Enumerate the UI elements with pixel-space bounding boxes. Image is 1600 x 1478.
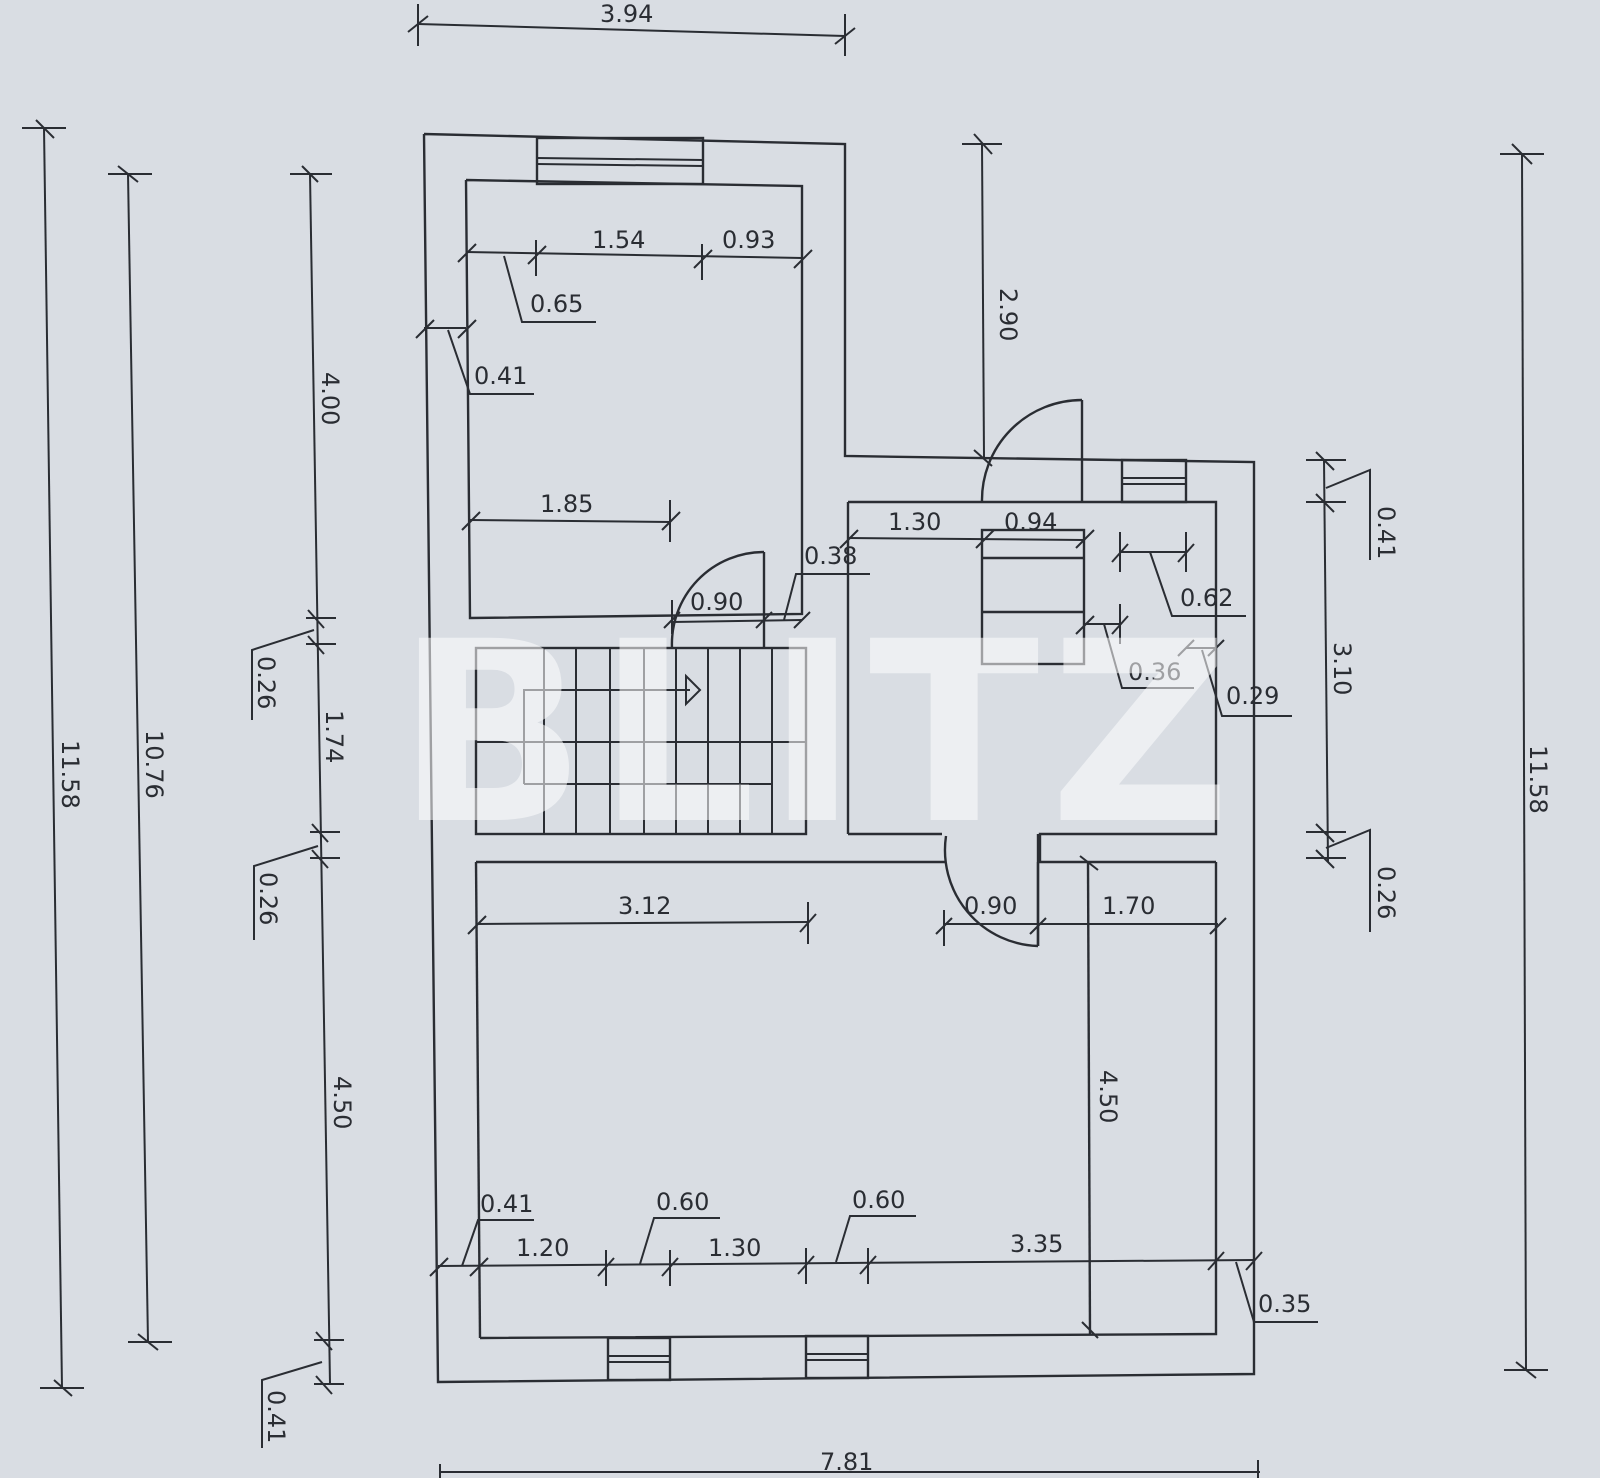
window-bottom-right — [804, 1334, 870, 1380]
dim-label: 0.29 — [1226, 682, 1279, 710]
dim-right-chain: 0.41 3.10 0.26 — [1306, 451, 1400, 932]
watermark: BLITZ — [396, 588, 1241, 879]
dim-label: 3.12 — [618, 892, 671, 920]
window-top — [535, 136, 705, 186]
window-bath — [1120, 458, 1188, 504]
dim-label: 4.00 — [316, 372, 344, 425]
dim-label: 0.26 — [1372, 866, 1400, 919]
dim-label: 3.94 — [600, 0, 653, 28]
dim-label: 1.54 — [592, 226, 645, 254]
door-lower-room — [943, 835, 1040, 948]
dim-label: 0.35 — [1258, 1290, 1311, 1318]
dim-label: 0.36 — [1128, 658, 1181, 686]
stair-direction-arrow-icon — [685, 673, 702, 707]
dim-left-chain: 4.00 0.26 1.74 0.26 4.50 0.41 — [251, 165, 356, 1448]
dim-label: 2.90 — [994, 288, 1022, 341]
dim-lower-room: 3.12 0.90 1.70 4.50 0.41 1.20 0.60 1.30 … — [429, 855, 1318, 1339]
dim-label: 4.50 — [328, 1076, 356, 1129]
dim-label: 11.58 — [56, 740, 84, 809]
dim-label: 0.26 — [252, 656, 280, 709]
dim-label: 0.41 — [480, 1190, 533, 1218]
dim-bath: 2.90 1.30 0.94 0.62 0.36 0.29 — [839, 133, 1292, 717]
dim-bottom-overall: 7.81 — [439, 1448, 1260, 1478]
dim-label: 1.30 — [708, 1234, 761, 1262]
dim-label: 0.38 — [804, 542, 857, 570]
dim-right-overall: 11.58 — [1500, 143, 1552, 1379]
dim-label: 0.60 — [852, 1186, 905, 1214]
dim-top-overall: 3.94 — [407, 0, 856, 56]
dim-label: 0.41 — [474, 362, 527, 390]
dim-label: 0.41 — [262, 1390, 290, 1443]
dim-label: 0.26 — [254, 872, 282, 925]
dim-label: 1.74 — [320, 710, 348, 763]
dim-label: 0.65 — [530, 290, 583, 318]
dim-label: 1.30 — [888, 508, 941, 536]
dim-label: 0.90 — [690, 588, 743, 616]
walls — [422, 132, 1256, 1384]
dim-label: 7.81 — [820, 1448, 873, 1476]
dim-label: 1.70 — [1102, 892, 1155, 920]
dim-label: 4.50 — [1094, 1070, 1122, 1123]
staircase — [476, 648, 806, 834]
dim-label: 1.85 — [540, 490, 593, 518]
dim-label: 1.20 — [516, 1234, 569, 1262]
dim-label: 0.93 — [722, 226, 775, 254]
door-upper-room — [670, 550, 766, 649]
dim-label: 3.35 — [1010, 1230, 1063, 1258]
dim-left-overall: 11.58 — [22, 119, 84, 1397]
dim-label: 0.62 — [1180, 584, 1233, 612]
dim-label: 0.94 — [1004, 508, 1057, 536]
dim-label: 0.41 — [1372, 506, 1400, 559]
dim-label: 11.58 — [1524, 745, 1552, 814]
dim-label: 0.60 — [656, 1188, 709, 1216]
door-bath — [980, 398, 1084, 503]
dim-label: 10.76 — [140, 730, 168, 799]
dim-label: 0.90 — [964, 892, 1017, 920]
window-bottom-left — [606, 1336, 672, 1382]
dim-upper-room: 1.54 0.93 0.65 0.41 1.85 0.90 0.38 — [415, 226, 870, 634]
dim-label: 3.10 — [1328, 642, 1356, 695]
dim-left-inner: 10.76 — [108, 165, 172, 1351]
